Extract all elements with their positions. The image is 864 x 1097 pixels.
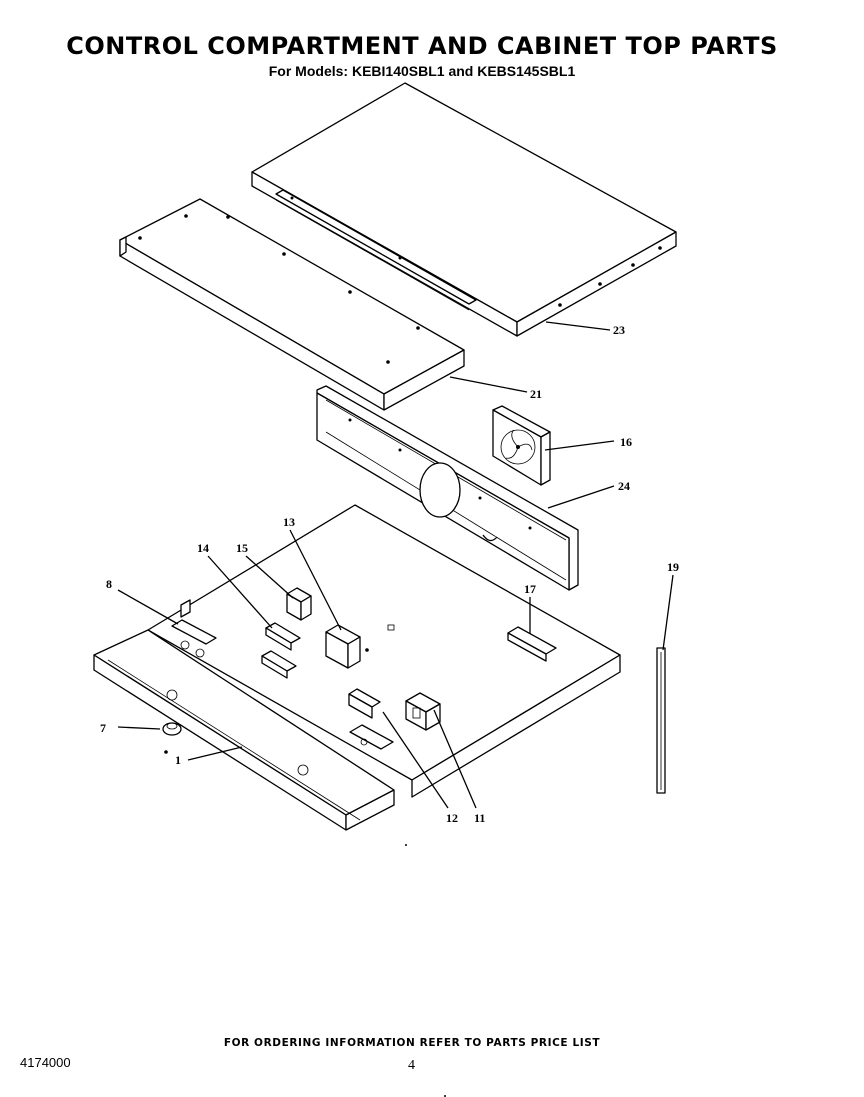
callout-labels: 23 21 16 24 13 14 15 8 17 19 7 1 12 11 — [100, 323, 679, 825]
air-duct-divider — [316, 385, 579, 591]
callout-16: 16 — [620, 435, 632, 449]
callout-24: 24 — [618, 479, 630, 493]
callout-17: 17 — [524, 582, 536, 596]
callout-23: 23 — [613, 323, 625, 337]
trim-strip-19 — [656, 647, 666, 794]
thermal-cutout-11 — [405, 692, 441, 731]
terminal-block-17 — [507, 626, 557, 662]
leader-lines — [117, 321, 674, 809]
terminal-strip-8 — [171, 619, 217, 658]
callout-15: 15 — [236, 541, 248, 555]
callout-13: 13 — [283, 515, 295, 529]
callout-8: 8 — [106, 577, 112, 591]
page-title: CONTROL COMPARTMENT AND CABINET TOP PART… — [66, 32, 778, 60]
document-number: 4174000 — [20, 1055, 71, 1070]
callout-12: 12 — [446, 811, 458, 825]
control-panel-top — [119, 198, 465, 411]
ordering-info-note: FOR ORDERING INFORMATION REFER TO PARTS … — [223, 1037, 601, 1049]
switch-12 — [348, 688, 394, 750]
callout-21: 21 — [530, 387, 542, 401]
model-subtitle: For Models: KEBI140SBL1 and KEBS145SBL1 — [268, 63, 576, 79]
callout-19: 19 — [667, 560, 679, 574]
connector-block-14 — [261, 622, 301, 679]
relay-13 — [325, 624, 395, 669]
callout-1: 1 — [175, 753, 181, 767]
front-trim-channel — [93, 629, 395, 831]
transformer-15 — [286, 587, 312, 621]
cooling-fan — [492, 405, 551, 486]
page-number: 4 — [408, 1058, 415, 1073]
cabinet-top-panel — [251, 82, 677, 337]
callout-11: 11 — [474, 811, 485, 825]
callout-14: 14 — [197, 541, 209, 555]
callout-7: 7 — [100, 721, 106, 735]
knob-7 — [162, 722, 182, 754]
scan-speck — [405, 844, 407, 846]
